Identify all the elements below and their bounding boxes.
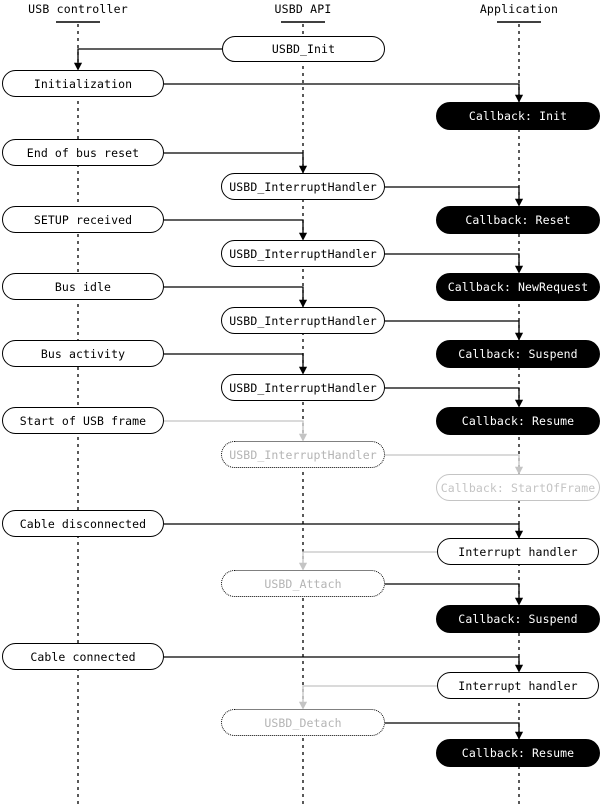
node-ih-1[interactable]: USBD_InterruptHandler (221, 173, 385, 200)
node-setup-received[interactable]: SETUP received (2, 206, 164, 233)
node-usbd-attach[interactable]: USBD_Attach (221, 570, 385, 597)
connector-c-ih5-to-cbsof (385, 454, 524, 475)
connector-c-busact-to-ih4 (164, 353, 308, 375)
node-label-callback-res-2: Callback: Resume (461, 746, 575, 760)
node-usbd-init[interactable]: USBD_Init (222, 36, 385, 62)
lifeline-label-application: Application (479, 2, 559, 16)
node-label-ih-4: USBD_InterruptHandler (229, 380, 377, 395)
node-label-callback-init: Callback: Init (468, 109, 568, 123)
node-label-setup-received: SETUP received (33, 212, 133, 227)
connector-c-ih3-to-cbsusp1 (385, 320, 524, 341)
node-label-end-of-bus-reset: End of bus reset (26, 145, 140, 160)
node-ih-3[interactable]: USBD_InterruptHandler (221, 307, 385, 334)
lifeline-label-usb-controller: USB controller (28, 2, 128, 16)
node-label-cable-conn: Cable connected (30, 649, 136, 664)
node-label-bus-activity: Bus activity (40, 346, 126, 361)
connector-c-inth2-to-detach (298, 685, 437, 710)
node-callback-res-1[interactable]: Callback: Resume (436, 407, 600, 435)
node-callback-susp-1[interactable]: Callback: Suspend (436, 340, 600, 368)
connector-c-init-to-initialization (73, 48, 222, 71)
node-label-callback-susp-1: Callback: Suspend (458, 347, 578, 361)
connector-c-attach-to-cbsusp2 (385, 583, 524, 606)
node-label-ih-5: USBD_InterruptHandler (229, 447, 377, 462)
node-usbd-detach[interactable]: USBD_Detach (221, 709, 385, 736)
node-cable-disconn[interactable]: Cable disconnected (2, 510, 164, 537)
node-int-handler-2[interactable]: Interrupt handler (437, 672, 599, 699)
connector-c-sof-to-ih5 (164, 420, 308, 442)
node-label-callback-sof: Callback: StartOfFrame (440, 480, 596, 495)
node-label-usbd-detach: USBD_Detach (264, 715, 342, 730)
node-bus-activity[interactable]: Bus activity (2, 340, 164, 367)
connector-c-detach-to-cbres2 (385, 722, 524, 740)
node-label-ih-3: USBD_InterruptHandler (229, 313, 377, 328)
connector-c-busreset-to-ih1 (164, 152, 308, 174)
node-label-start-of-frame: Start of USB frame (19, 413, 147, 428)
node-start-of-frame[interactable]: Start of USB frame (2, 407, 164, 434)
node-label-int-handler-2: Interrupt handler (458, 678, 578, 693)
node-ih-4[interactable]: USBD_InterruptHandler (221, 374, 385, 401)
node-callback-res-2[interactable]: Callback: Resume (436, 739, 600, 767)
node-label-ih-1: USBD_InterruptHandler (229, 179, 377, 194)
connector-c-ih4-to-cbres1 (385, 387, 524, 408)
node-int-handler-1[interactable]: Interrupt handler (437, 538, 599, 565)
lifeline-label-usbd-api: USBD API (274, 2, 332, 16)
node-label-cable-disconn: Cable disconnected (19, 516, 147, 531)
node-ih-5[interactable]: USBD_InterruptHandler (221, 441, 385, 468)
node-label-callback-susp-2: Callback: Suspend (458, 612, 578, 626)
node-label-callback-newreq: Callback: NewRequest (447, 280, 589, 294)
connector-c-conn-to-inth2 (164, 656, 524, 673)
node-bus-idle[interactable]: Bus idle (2, 273, 164, 300)
connector-c-setup-to-ih2 (164, 219, 308, 241)
node-label-bus-idle: Bus idle (54, 279, 112, 294)
node-cable-conn[interactable]: Cable connected (2, 643, 164, 670)
node-callback-newreq[interactable]: Callback: NewRequest (436, 273, 600, 301)
node-callback-init[interactable]: Callback: Init (436, 102, 600, 130)
connector-c-ih2-to-cbnewreq (385, 253, 524, 274)
node-callback-sof[interactable]: Callback: StartOfFrame (436, 474, 600, 501)
node-ih-2[interactable]: USBD_InterruptHandler (221, 240, 385, 267)
node-label-initialization: Initialization (33, 76, 133, 91)
node-label-int-handler-1: Interrupt handler (458, 544, 578, 559)
node-label-callback-res-1: Callback: Resume (461, 414, 575, 428)
connector-c-inth1-to-attach (298, 551, 437, 571)
node-label-usbd-attach: USBD_Attach (264, 576, 342, 591)
connector-c-initialization-to-cbinit (164, 83, 524, 103)
node-callback-susp-2[interactable]: Callback: Suspend (436, 605, 600, 633)
node-callback-reset[interactable]: Callback: Reset (436, 206, 600, 234)
node-initialization[interactable]: Initialization (2, 70, 164, 97)
node-label-usbd-init: USBD_Init (271, 42, 336, 56)
node-label-ih-2: USBD_InterruptHandler (229, 246, 377, 261)
connector-c-ih1-to-cbreset (385, 186, 524, 207)
node-end-of-bus-reset[interactable]: End of bus reset (2, 139, 164, 166)
connector-c-disconn-to-inth1 (164, 523, 524, 539)
connector-c-busidle-to-ih3 (164, 286, 308, 308)
node-label-callback-reset: Callback: Reset (465, 213, 571, 227)
